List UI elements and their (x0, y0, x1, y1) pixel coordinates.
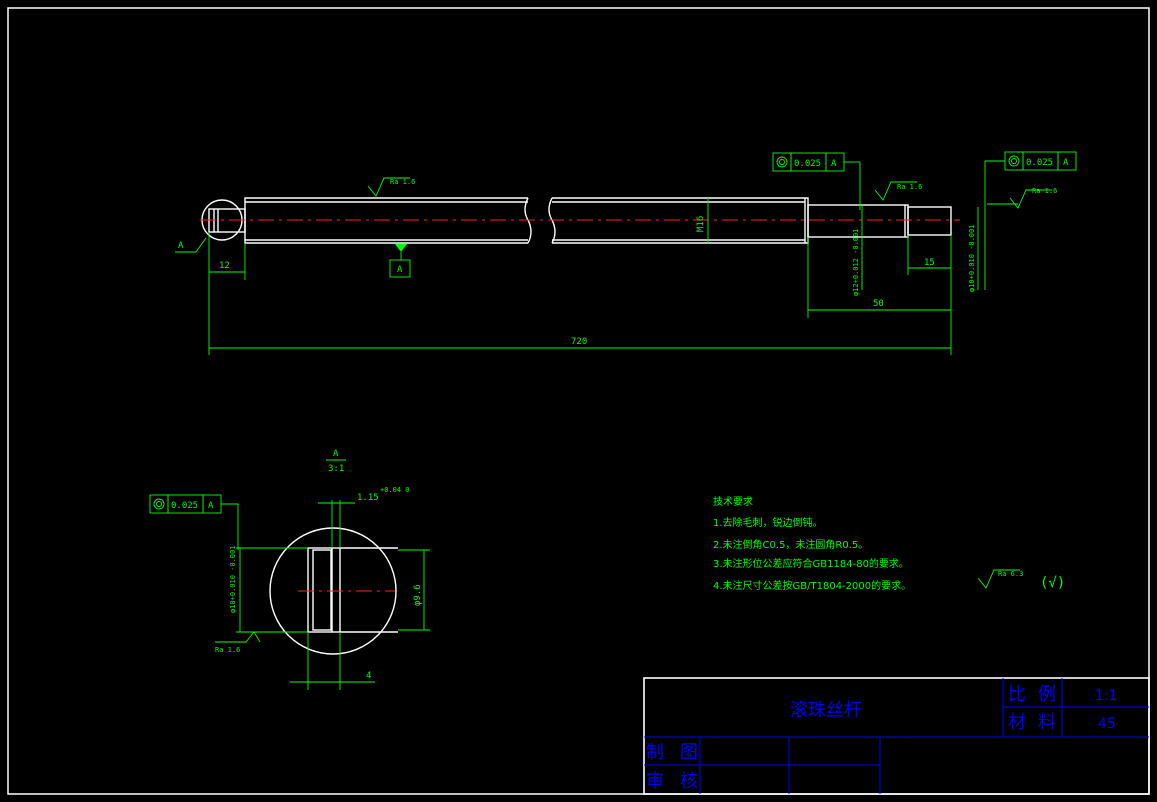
detail-groove-tol: +0.04 0 (380, 486, 410, 494)
detail-runout-datum: A (208, 501, 214, 511)
dim-end: 15 (924, 258, 935, 268)
svg-text:A: A (1063, 158, 1069, 168)
main-view: M16 Ra 1.6 Ra 1.6 Ra 1.6 A A 0.025 A (175, 151, 1077, 355)
svg-text:A: A (831, 159, 837, 169)
drawing-title: 滚珠丝杆 (790, 700, 862, 721)
ra-end: Ra 1.6 (1032, 187, 1057, 195)
screw-body-left (244, 197, 528, 244)
detail-dim-phi96: φ9.6 (413, 584, 423, 606)
general-ra: Ra 6.3 (998, 570, 1023, 578)
dim-left-offset: 12 (219, 261, 230, 271)
note-item-3: 3.未注形位公差应符合GB1184-80的要求。 (713, 557, 909, 570)
dim-overall: 720 (571, 337, 587, 347)
dim-phi12: φ12+0.012 -0.001 (852, 229, 860, 296)
detail-circle (269, 527, 397, 655)
detail-width: 4 (366, 671, 371, 681)
end-journal (907, 206, 952, 236)
detail-runout-value: 0.025 (171, 501, 198, 511)
svg-text:0.025: 0.025 (1026, 158, 1053, 168)
notes-heading: 技术要求 (713, 495, 753, 508)
scale-value: 1:1 (1095, 688, 1118, 704)
material-label: 材料 (1008, 712, 1068, 733)
detail-scale: 3:1 (328, 464, 344, 474)
note-item-4: 4.未注尺寸公差按GB/T1804-2000的要求。 (713, 579, 911, 592)
detail-view: A 3:1 0.025 A φ10+0.010 -0.001 Ra 1.6 φ9… (149, 449, 430, 690)
material-value: 45 (1098, 716, 1116, 732)
detail-dim-phi10: φ10+0.010 -0.001 (229, 546, 237, 613)
note-item-1: 1.去除毛刺，锐边倒钝。 (713, 516, 823, 529)
detail-ref-label: A (178, 241, 184, 251)
screw-body-right (552, 197, 809, 244)
dim-step: 50 (873, 299, 884, 309)
detail-title-label: A (333, 449, 339, 459)
scale-label: 比例 (1008, 684, 1068, 705)
checked-label: 审核 (646, 771, 714, 792)
runout-frame-2: 0.025 A (984, 151, 1077, 290)
detail-ra: Ra 1.6 (215, 646, 240, 654)
ra-top-left: Ra 1.6 (390, 178, 415, 186)
ra-step: Ra 1.6 (897, 183, 922, 191)
svg-text:0.025: 0.025 (794, 159, 821, 169)
title-block: 滚珠丝杆 比例 1:1 材料 45 制图 审核 (643, 677, 1150, 795)
dim-phi10: φ10+0.010 -0.001 (968, 225, 976, 292)
note-item-2: 2.未注倒角C0.5，未注圆角R0.5。 (713, 538, 868, 551)
technical-notes: 技术要求 1.去除毛刺，锐边倒钝。 2.未注倒角C0.5，未注圆角R0.5。 3… (713, 495, 911, 592)
general-roughness: Ra 6.3 (√) (977, 569, 1065, 591)
runout-frame-1: 0.025 A (772, 152, 861, 210)
thread-label: M16 (696, 216, 706, 232)
general-roughness-symbol: (√) (1040, 575, 1065, 591)
outer-frame (7, 7, 1150, 795)
datum-a-box: A (397, 265, 403, 275)
drawn-label: 制图 (646, 742, 714, 763)
detail-groove: 1.15 (357, 493, 379, 503)
